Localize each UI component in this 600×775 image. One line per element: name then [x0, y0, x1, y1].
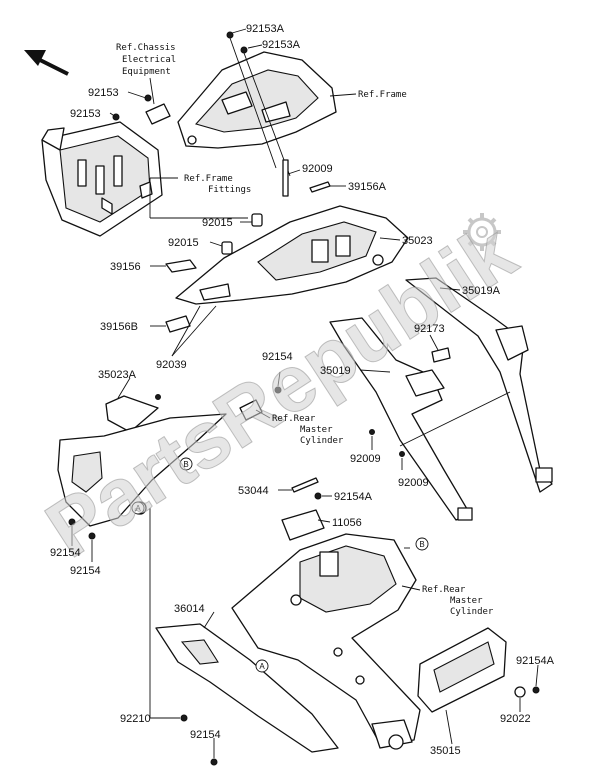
label-92154-d: 92154: [190, 729, 221, 741]
marker-b-1: B: [179, 457, 193, 471]
rear-cover-35023A: [105, 394, 161, 433]
bolt-92009-c: [399, 451, 405, 457]
label-92022: 92022: [500, 713, 531, 725]
svg-text:A: A: [135, 504, 141, 513]
label-39156A: 39156A: [348, 181, 387, 193]
label-36014: 36014: [174, 603, 205, 615]
chain-guard-36014: [155, 623, 339, 766]
label-92009-b: 92009: [350, 453, 381, 465]
label-92015-a: 92015: [202, 217, 233, 229]
label-35019A: 35019A: [462, 285, 501, 297]
part-number-labels: 92153A 92153A 92153 92153 92009 39156A 9…: [50, 23, 555, 757]
label-35015: 35015: [430, 745, 461, 757]
collar-92015: [221, 213, 263, 255]
svg-text:Cylinder: Cylinder: [300, 436, 344, 446]
label-53044: 53044: [238, 485, 269, 497]
rod-53044: [291, 477, 319, 493]
clip-92173: [431, 347, 451, 363]
label-92154A-b: 92154A: [516, 655, 555, 667]
label-39156: 39156: [110, 261, 141, 273]
ref-rear-master-cylinder-2: Ref.Rear Master Cylinder: [422, 585, 494, 617]
svg-text:Equipment: Equipment: [122, 67, 171, 77]
bolt-92154-b: [68, 518, 76, 526]
label-92153-a: 92153: [88, 87, 119, 99]
svg-text:Cylinder: Cylinder: [450, 607, 494, 617]
label-92039: 92039: [156, 359, 187, 371]
label-92154A-a: 92154A: [334, 491, 373, 503]
front-direction-arrow-icon: [24, 50, 69, 76]
label-92009-a: 92009: [302, 163, 333, 175]
bolt-92153A: [226, 31, 291, 177]
svg-text:Fittings: Fittings: [208, 185, 251, 195]
svg-text:A: A: [259, 662, 265, 671]
svg-text:Ref.Rear: Ref.Rear: [272, 414, 316, 424]
label-35023: 35023: [402, 235, 433, 247]
bolt-92154-c: [88, 532, 96, 540]
bracket: [112, 94, 171, 125]
marker-a-1: A: [131, 501, 145, 515]
svg-text:Ref.Chassis: Ref.Chassis: [116, 43, 176, 53]
svg-text:Master: Master: [300, 425, 333, 435]
label-92015-b: 92015: [168, 237, 199, 249]
svg-text:Electrical: Electrical: [122, 55, 176, 65]
pin-92009: [282, 159, 289, 197]
bracket-11056: [281, 509, 325, 541]
leader-lines: [71, 28, 539, 758]
guard-35015: [417, 627, 540, 713]
label-92173: 92173: [414, 323, 445, 335]
bolt-92009-b: [369, 429, 375, 435]
ref-chassis-electrical: Ref.Chassis Electrical Equipment: [116, 43, 176, 77]
bolt-92154A: [314, 492, 322, 500]
label-92009-c: 92009: [398, 477, 429, 489]
marker-b-2: B: [415, 537, 429, 551]
label-92153-b: 92153: [70, 108, 101, 120]
battery-case: [41, 121, 163, 237]
pad-39156B: [165, 315, 191, 333]
label-92154-c: 92154: [70, 565, 101, 577]
rear-frame-tray: [177, 51, 337, 149]
svg-text:Ref.Rear: Ref.Rear: [422, 585, 466, 595]
swingarm: [231, 533, 421, 750]
label-39156B: 39156B: [100, 321, 138, 333]
pad-39156A: [309, 181, 331, 193]
svg-text:Ref.Frame: Ref.Frame: [184, 174, 233, 184]
pad-39156: [165, 259, 197, 273]
label-35023A: 35023A: [98, 369, 137, 381]
svg-text:B: B: [419, 540, 424, 549]
label-35019: 35019: [320, 365, 351, 377]
label-92210: 92210: [120, 713, 151, 725]
label-92153A-b: 92153A: [262, 39, 301, 51]
label-11056: 11056: [332, 517, 362, 529]
svg-text:Master: Master: [450, 596, 483, 606]
fender-brace-35019A: [405, 277, 553, 493]
rear-fender-35023: [175, 205, 409, 305]
label-92154-b: 92154: [50, 547, 81, 559]
ref-frame-fittings: Ref.Frame Fittings: [184, 174, 251, 195]
bolt-92154: [274, 386, 282, 394]
label-92153A-a: 92153A: [246, 23, 285, 35]
marker-a-2: A: [255, 659, 269, 673]
inner-fender-35019: [329, 317, 473, 521]
svg-text:B: B: [183, 460, 188, 469]
gear-icon: [463, 213, 501, 251]
ref-frame: Ref.Frame: [358, 90, 407, 100]
ref-rear-master-cylinder-1: Ref.Rear Master Cylinder: [272, 414, 344, 446]
label-92154-a: 92154: [262, 351, 293, 363]
side-cover-upper: [57, 399, 263, 527]
